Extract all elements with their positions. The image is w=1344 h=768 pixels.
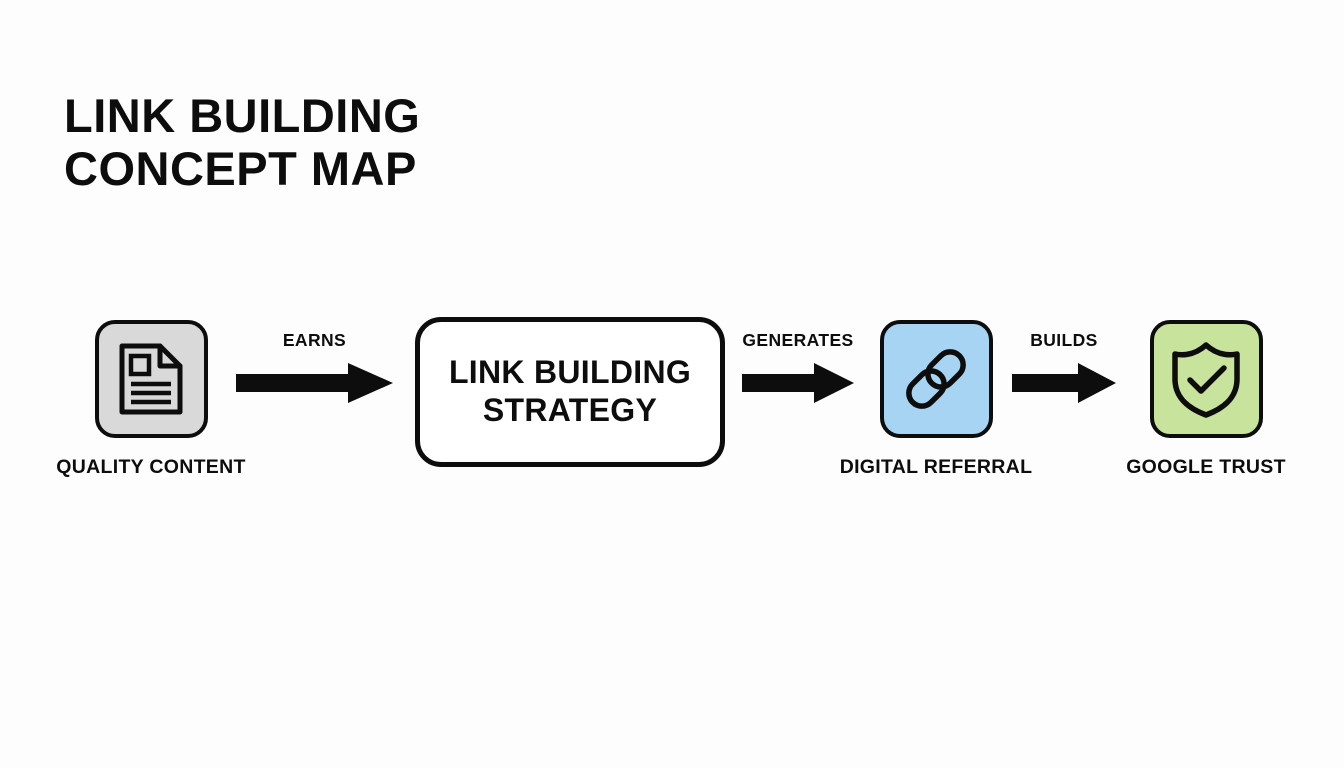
node-label-digital-referral: DIGITAL REFERRAL <box>839 456 1033 478</box>
edge-label-earns: EARNS <box>282 330 347 350</box>
node-digital-referral[interactable]: DIGITAL REFERRAL <box>836 300 1036 500</box>
arrow-right-icon <box>742 361 854 405</box>
shield-check-icon <box>1167 339 1245 419</box>
digital-referral-icon-tile <box>879 320 993 438</box>
edge-label-builds: BUILDS <box>1030 330 1098 350</box>
center-node-label-line-1: LINK BUILDING <box>448 354 692 391</box>
node-link-building-strategy[interactable]: LINK BUILDING STRATEGY <box>415 317 725 467</box>
edge-earns: EARNS <box>232 330 397 430</box>
edge-builds: BUILDS <box>1010 330 1118 430</box>
document-icon <box>116 340 186 418</box>
arrow-right-icon <box>1012 361 1116 405</box>
quality-content-icon-tile <box>94 320 208 438</box>
page-title: LINK BUILDING CONCEPT MAP <box>64 92 664 198</box>
page-title-line-2: CONCEPT MAP <box>64 142 417 195</box>
node-google-trust[interactable]: GOOGLE TRUST <box>1106 300 1306 500</box>
node-label-quality-content: QUALITY CONTENT <box>56 456 246 478</box>
edge-label-generates: GENERATES <box>742 330 854 350</box>
node-label-google-trust: GOOGLE TRUST <box>1126 456 1286 478</box>
concept-map-flow: QUALITY CONTENT EARNS LINK BUILDING STRA… <box>0 300 1344 510</box>
arrow-right-icon <box>236 361 393 405</box>
google-trust-icon-tile <box>1149 320 1263 438</box>
edge-generates: GENERATES <box>738 330 858 430</box>
page-title-line-1: LINK BUILDING <box>64 89 421 142</box>
node-quality-content[interactable]: QUALITY CONTENT <box>51 300 251 500</box>
chain-link-icon <box>894 337 978 421</box>
center-node-label-line-2: STRATEGY <box>482 392 658 428</box>
